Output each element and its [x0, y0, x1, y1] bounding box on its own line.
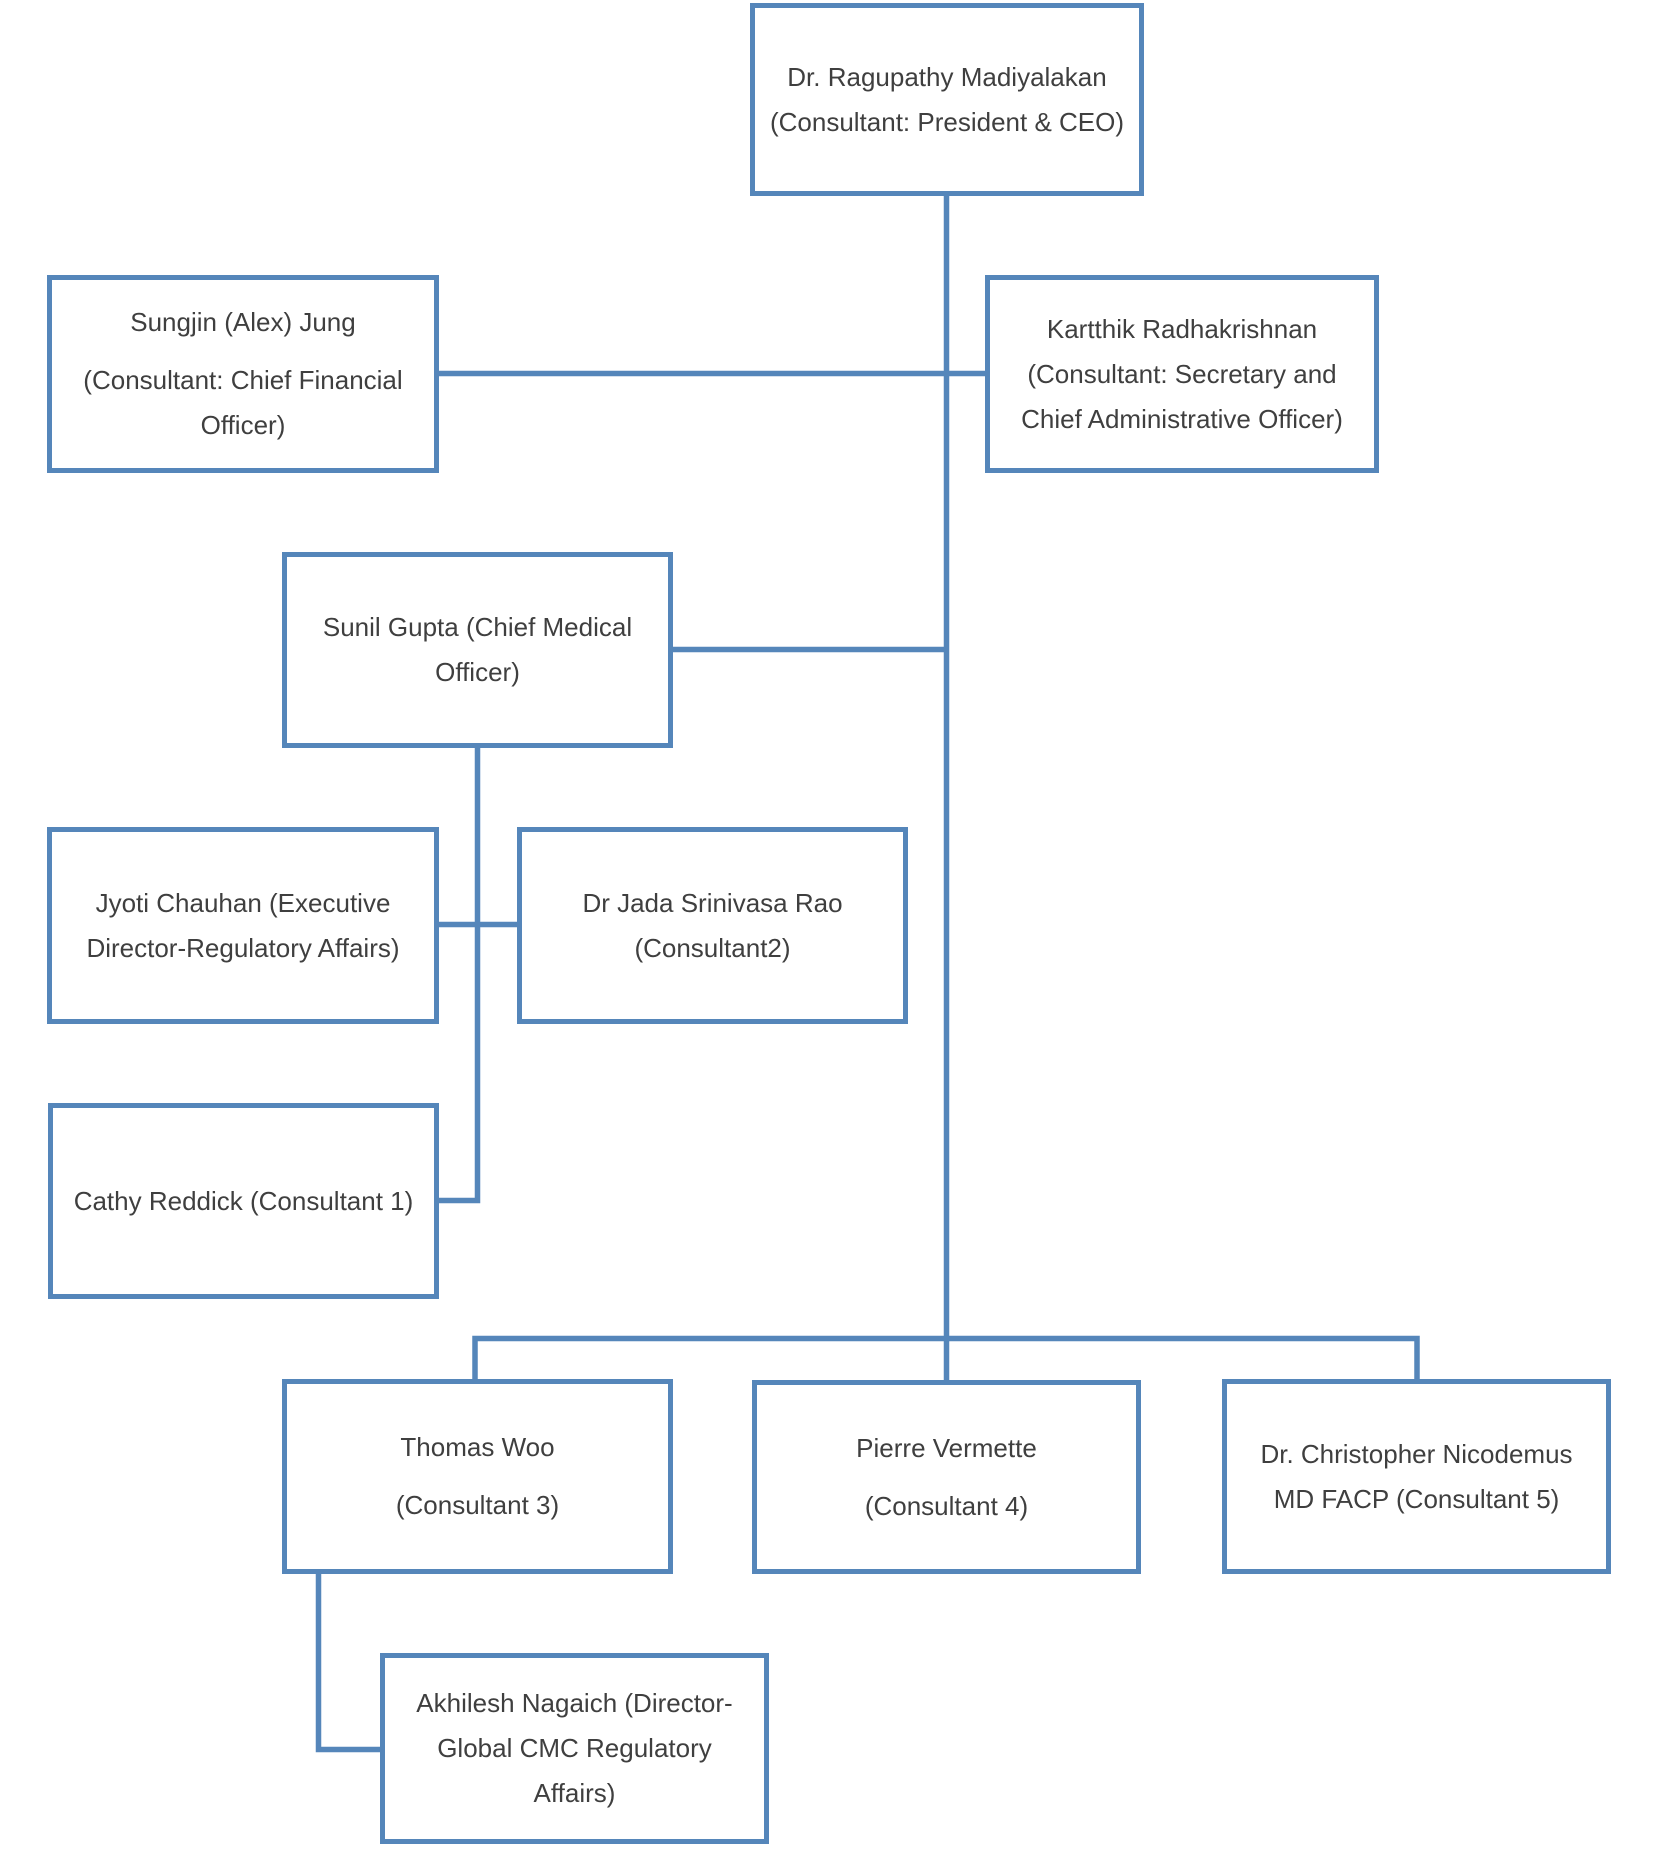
node-text: Kartthik Radhakrishnan (Consultant: Secre… — [1021, 307, 1343, 442]
node-text-line: (Consultant: Secretary and — [1027, 358, 1337, 389]
node-text-line: Chief Administrative Officer) — [1021, 403, 1343, 434]
node-text: Sungjin (Alex) Jung (Consultant: Chief Fi… — [83, 300, 402, 448]
node-text-paragraph: Sungjin (Alex) Jung — [83, 300, 402, 345]
node-text-paragraph: (Consultant 4) — [856, 1484, 1037, 1529]
node-text: Cathy Reddick (Consultant 1) — [74, 1179, 414, 1224]
connector-thomas-akhilesh — [315, 1572, 382, 1753]
node-text-paragraph: Dr. Christopher Nicodemus MD FACP (Consul… — [1260, 1432, 1572, 1522]
node-text-line: Dr. Ragupathy Madiyalakan — [787, 61, 1107, 92]
node-text-line: Jyoti Chauhan (Executive — [95, 887, 391, 918]
connector-consultants-rail — [472, 1335, 1420, 1381]
node-text-line: Officer) — [200, 410, 286, 440]
node-consultant-4: Pierre Vermette (Consultant 4) — [752, 1380, 1141, 1574]
node-text-paragraph: (Consultant 3) — [396, 1483, 559, 1528]
node-text: Thomas Woo (Consultant 3) — [396, 1425, 559, 1528]
node-text: Dr. Ragupathy Madiyalakan (Consultant: Pr… — [770, 55, 1124, 145]
connector-cmo-children — [437, 746, 481, 1204]
node-text-line: Sungjin (Alex) Jung — [130, 307, 356, 337]
node-text-line: Akhilesh Nagaich (Director- — [416, 1688, 733, 1718]
node-text-line: Dr. Christopher Nicodemus — [1260, 1438, 1573, 1469]
node-text-line: (Consultant 4) — [864, 1490, 1029, 1521]
node-text: Dr. Christopher Nicodemus MD FACP (Consul… — [1260, 1432, 1572, 1522]
node-text-line: Kartthik Radhakrishnan — [1046, 313, 1318, 344]
node-text-line: (Consultant 3) — [395, 1490, 560, 1520]
node-text-paragraph: Dr Jada Srinivasa Rao (Consultant2) — [582, 881, 842, 971]
node-text-line: Pierre Vermette — [856, 1432, 1037, 1463]
node-text-paragraph: Dr. Ragupathy Madiyalakan (Consultant: Pr… — [770, 55, 1124, 145]
node-text: Pierre Vermette (Consultant 4) — [856, 1426, 1037, 1529]
node-text-paragraph: Cathy Reddick (Consultant 1) — [74, 1179, 414, 1224]
node-cfo: Sungjin (Alex) Jung (Consultant: Chief Fi… — [47, 275, 439, 473]
node-text-line: (Consultant: Chief Financial — [83, 365, 403, 395]
node-text-line: Global CMC Regulatory — [437, 1733, 712, 1763]
node-consultant-5: Dr. Christopher Nicodemus MD FACP (Consul… — [1222, 1379, 1611, 1574]
node-text-paragraph: Pierre Vermette — [856, 1426, 1037, 1471]
node-consultant-3: Thomas Woo (Consultant 3) — [282, 1379, 673, 1574]
node-text: Dr Jada Srinivasa Rao (Consultant2) — [582, 881, 842, 971]
node-text-paragraph: Kartthik Radhakrishnan (Consultant: Secre… — [1021, 307, 1343, 442]
node-cmc-regulatory-director: Akhilesh Nagaich (Director- Global CMC Re… — [380, 1653, 769, 1844]
node-president-ceo: Dr. Ragupathy Madiyalakan (Consultant: Pr… — [750, 3, 1144, 196]
node-text-line: (Consultant2) — [634, 932, 791, 963]
node-text-line: Officer) — [435, 657, 520, 687]
node-secretary-cao: Kartthik Radhakrishnan (Consultant: Secre… — [985, 275, 1379, 473]
node-text-paragraph: Akhilesh Nagaich (Director- Global CMC Re… — [416, 1681, 732, 1816]
node-text-line: Cathy Reddick (Consultant 1) — [73, 1185, 414, 1216]
node-text-line: (Consultant: President & CEO) — [769, 106, 1125, 137]
node-text-line: MD FACP (Consultant 5) — [1273, 1483, 1560, 1514]
node-consultant-2: Dr Jada Srinivasa Rao (Consultant2) — [517, 827, 908, 1024]
node-consultant-1: Cathy Reddick (Consultant 1) — [48, 1103, 439, 1299]
node-text-paragraph: Thomas Woo — [396, 1425, 559, 1470]
node-text-line: Sunil Gupta (Chief Medical — [322, 612, 633, 642]
node-text-line: Thomas Woo — [400, 1432, 555, 1462]
node-text-line: Director-Regulatory Affairs) — [86, 932, 400, 963]
node-text-line: Dr Jada Srinivasa Rao — [582, 887, 843, 918]
node-text: Akhilesh Nagaich (Director- Global CMC Re… — [416, 1681, 732, 1816]
node-text-line: Affairs) — [533, 1778, 616, 1808]
